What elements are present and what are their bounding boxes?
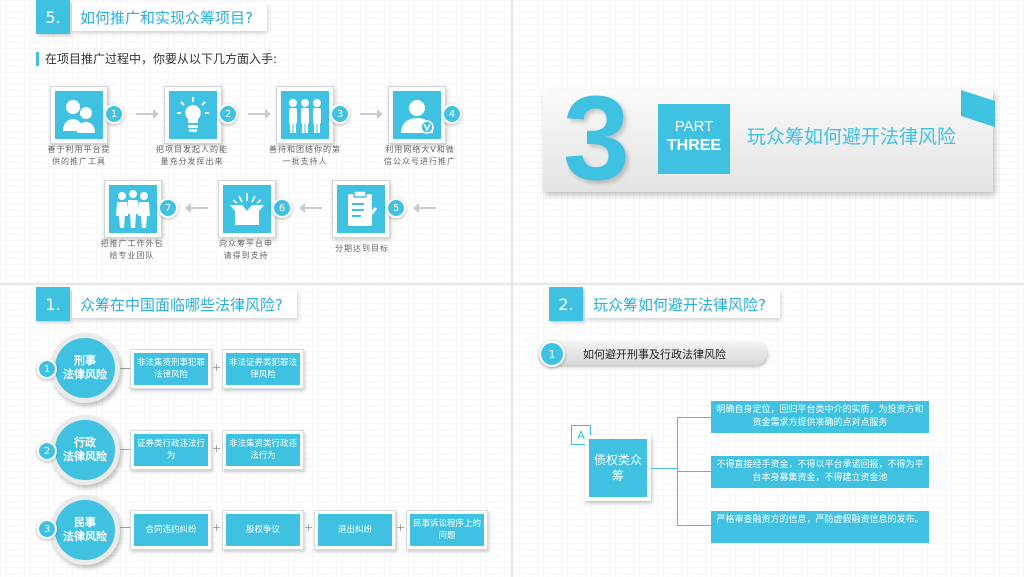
risk-item: 股权争议 xyxy=(222,510,304,550)
subtopic-label: 如何避开刑事及行政法律风险 xyxy=(583,348,726,361)
subtopic-pill xyxy=(539,341,767,365)
debt-crowdfunding-box: 债权类众筹 xyxy=(585,435,651,501)
clipboard-check-icon xyxy=(348,190,378,226)
plus-icon: + xyxy=(212,442,222,455)
connector xyxy=(677,417,711,418)
part-box: PART THREE xyxy=(658,104,730,174)
step-5-label: 分期达到目标 xyxy=(335,244,389,253)
arrow-right-icon xyxy=(360,109,383,119)
step-6-tile xyxy=(218,180,276,238)
slide-avoid-risks[interactable]: 2. 玩众筹如何避开法律风险? 1 如何避开刑事及行政法律风险 A 债权类众筹 … xyxy=(513,285,1024,577)
step-3-label: 善待和团结你的第一批支持人 xyxy=(269,145,341,166)
intro-label: 在项目推广过程中，你要从以下几方面入手: xyxy=(45,52,278,66)
step-7-label: 把推广工作外包给专业团队 xyxy=(100,239,164,260)
business-team-icon xyxy=(116,190,150,228)
step-7-tile xyxy=(104,180,162,238)
step-1-tile xyxy=(50,86,108,144)
connector xyxy=(651,468,677,469)
risk-item: 证券类行政违法行为 xyxy=(130,430,212,470)
arrow-right-icon xyxy=(248,109,271,119)
intro-text: 在项目推广过程中，你要从以下几方面入手: xyxy=(36,50,277,67)
plus-icon: + xyxy=(212,361,222,374)
step-7-number: 7 xyxy=(158,198,178,218)
section-header: 2. 玩众筹如何避开法律风险? xyxy=(549,287,780,321)
open-box-icon xyxy=(230,193,264,225)
arrow-left-icon xyxy=(299,203,322,213)
risk-item: 非法集资刑事犯罪法律风险 xyxy=(130,349,212,389)
section-header: 5. 如何推广和实现众筹项目? xyxy=(36,0,267,34)
risk-item: 非法证券类犯罪法律风险 xyxy=(222,349,304,389)
risk-item: 民事诉讼程序上的问题 xyxy=(406,510,488,550)
connector xyxy=(677,525,711,526)
part-word: THREE xyxy=(666,137,722,154)
subtopic-number: 1 xyxy=(539,341,565,367)
connector xyxy=(120,527,130,528)
section-title: 如何推广和实现众筹项目? xyxy=(72,3,267,31)
risk-criminal-circle: 刑事法律风险 xyxy=(50,333,120,403)
arrow-right-icon xyxy=(136,109,159,119)
step-3-number: 3 xyxy=(330,104,350,124)
risk-administrative-circle: 行政法律风险 xyxy=(50,415,120,485)
section-header: 1. 众筹在中国面临哪些法律风险? xyxy=(36,287,297,321)
slide-part-three[interactable]: 3 PART THREE 玩众筹如何避开法律风险 xyxy=(513,0,1024,283)
section-number: 5. xyxy=(36,0,70,34)
slide-legal-risks[interactable]: 1. 众筹在中国面临哪些法律风险? 刑事法律风险 1 非法集资刑事犯罪法律风险 … xyxy=(0,285,511,577)
step-1-label: 善于利用平台提供的推广工具 xyxy=(47,145,111,166)
center-label: 债权类众筹 xyxy=(589,439,647,497)
connector xyxy=(120,368,130,369)
section-number: 1. xyxy=(36,287,70,321)
step-6-label: 向众筹平台申请得到支持 xyxy=(219,239,273,260)
step-3-tile xyxy=(276,86,334,144)
risk-number: 2 xyxy=(37,441,57,461)
part-number: 3 xyxy=(563,71,630,205)
step-5-tile xyxy=(332,180,390,238)
step-4-label: 利用网络大V和微信公众号进行推广 xyxy=(384,145,456,166)
connector xyxy=(677,471,711,472)
slide-promotion[interactable]: 5. 如何推广和实现众筹项目? 在项目推广过程中，你要从以下几方面入手: 1 善… xyxy=(0,0,511,283)
part-label: PART xyxy=(674,118,714,135)
risk-number: 3 xyxy=(37,519,57,539)
risk-number: 1 xyxy=(37,359,57,379)
part-title: 玩众筹如何避开法律风险 xyxy=(747,126,957,148)
step-4-tile xyxy=(388,86,446,144)
step-2-label: 把项目发起人的能量充分发挥出来 xyxy=(156,145,228,166)
intro-marker xyxy=(36,51,39,66)
people-chat-icon xyxy=(63,100,95,133)
guideline-box: 不得直接经手资金，不得以平台承诺回报，不得为平台本身募集资金，不得建立资金池 xyxy=(711,456,929,488)
risk-item: 非法集资类行政违法行为 xyxy=(222,430,304,470)
guideline-box: 明确自身定位，回归平台类中介的实质，为投资方和资金需求方提供准确的点对点服务 xyxy=(711,401,929,433)
risk-item: 退出纠纷 xyxy=(314,510,396,550)
step-2-tile xyxy=(164,86,222,144)
risk-item: 合同违约纠纷 xyxy=(130,510,212,550)
section-title: 玩众筹如何避开法律风险? xyxy=(585,290,780,318)
step-4-number: 4 xyxy=(442,104,462,124)
team-icon xyxy=(289,99,321,133)
section-number: 2. xyxy=(549,287,583,321)
lightbulb-icon xyxy=(177,97,209,132)
step-1-number: 1 xyxy=(104,104,124,124)
guideline-box: 严格审查融资方的信息，严防虚假融资信息的发布。 xyxy=(711,511,929,543)
risk-civil-circle: 民事法律风险 xyxy=(50,495,120,565)
section-title: 众筹在中国面临哪些法律风险? xyxy=(72,290,297,318)
step-2-number: 2 xyxy=(218,104,238,124)
step-5-number: 5 xyxy=(386,198,406,218)
plus-icon: + xyxy=(396,521,406,534)
step-6-number: 6 xyxy=(272,198,292,218)
title-banner xyxy=(543,90,993,192)
plus-icon: + xyxy=(304,521,314,534)
arrow-left-icon xyxy=(185,203,208,213)
plus-icon: + xyxy=(212,521,222,534)
connector xyxy=(120,449,130,450)
arrow-left-icon xyxy=(413,203,436,213)
vip-user-icon xyxy=(401,100,434,134)
